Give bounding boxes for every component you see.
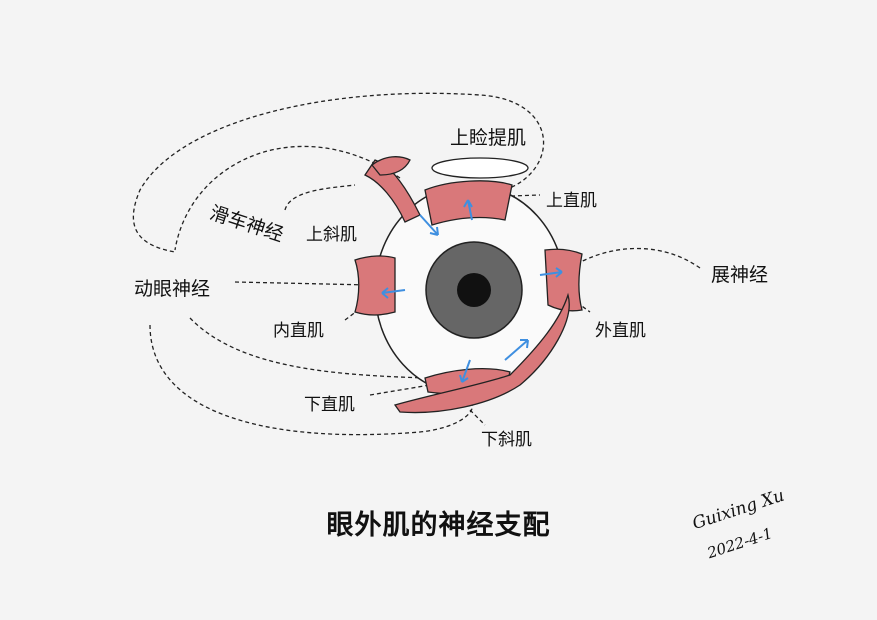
label-oculomotor-nerve: 动眼神经 (134, 278, 211, 300)
lateral-rectus-muscle (544, 248, 583, 312)
muscles (354, 156, 583, 414)
levator-muscle (431, 157, 529, 179)
label-inferior-rectus: 下直肌 (304, 395, 355, 415)
medial-rectus-muscle (354, 255, 396, 316)
pupil (457, 273, 491, 307)
motion-arrows (381, 199, 563, 383)
label-medial-rectus: 内直肌 (273, 321, 324, 341)
nerve-dashed-lines (132, 92, 701, 436)
page-title: 眼外肌的神经支配 (326, 510, 551, 541)
label-inferior-oblique: 下斜肌 (481, 430, 532, 450)
label-lateral-rectus: 外直肌 (595, 321, 646, 341)
label-levator: 上睑提肌 (450, 127, 527, 149)
label-superior-rectus: 上直肌 (546, 191, 597, 211)
label-superior-oblique: 上斜肌 (306, 225, 357, 245)
label-abducens-nerve: 展神经 (711, 264, 769, 286)
trochlea (371, 156, 411, 176)
inferior-oblique-muscle (393, 292, 570, 414)
